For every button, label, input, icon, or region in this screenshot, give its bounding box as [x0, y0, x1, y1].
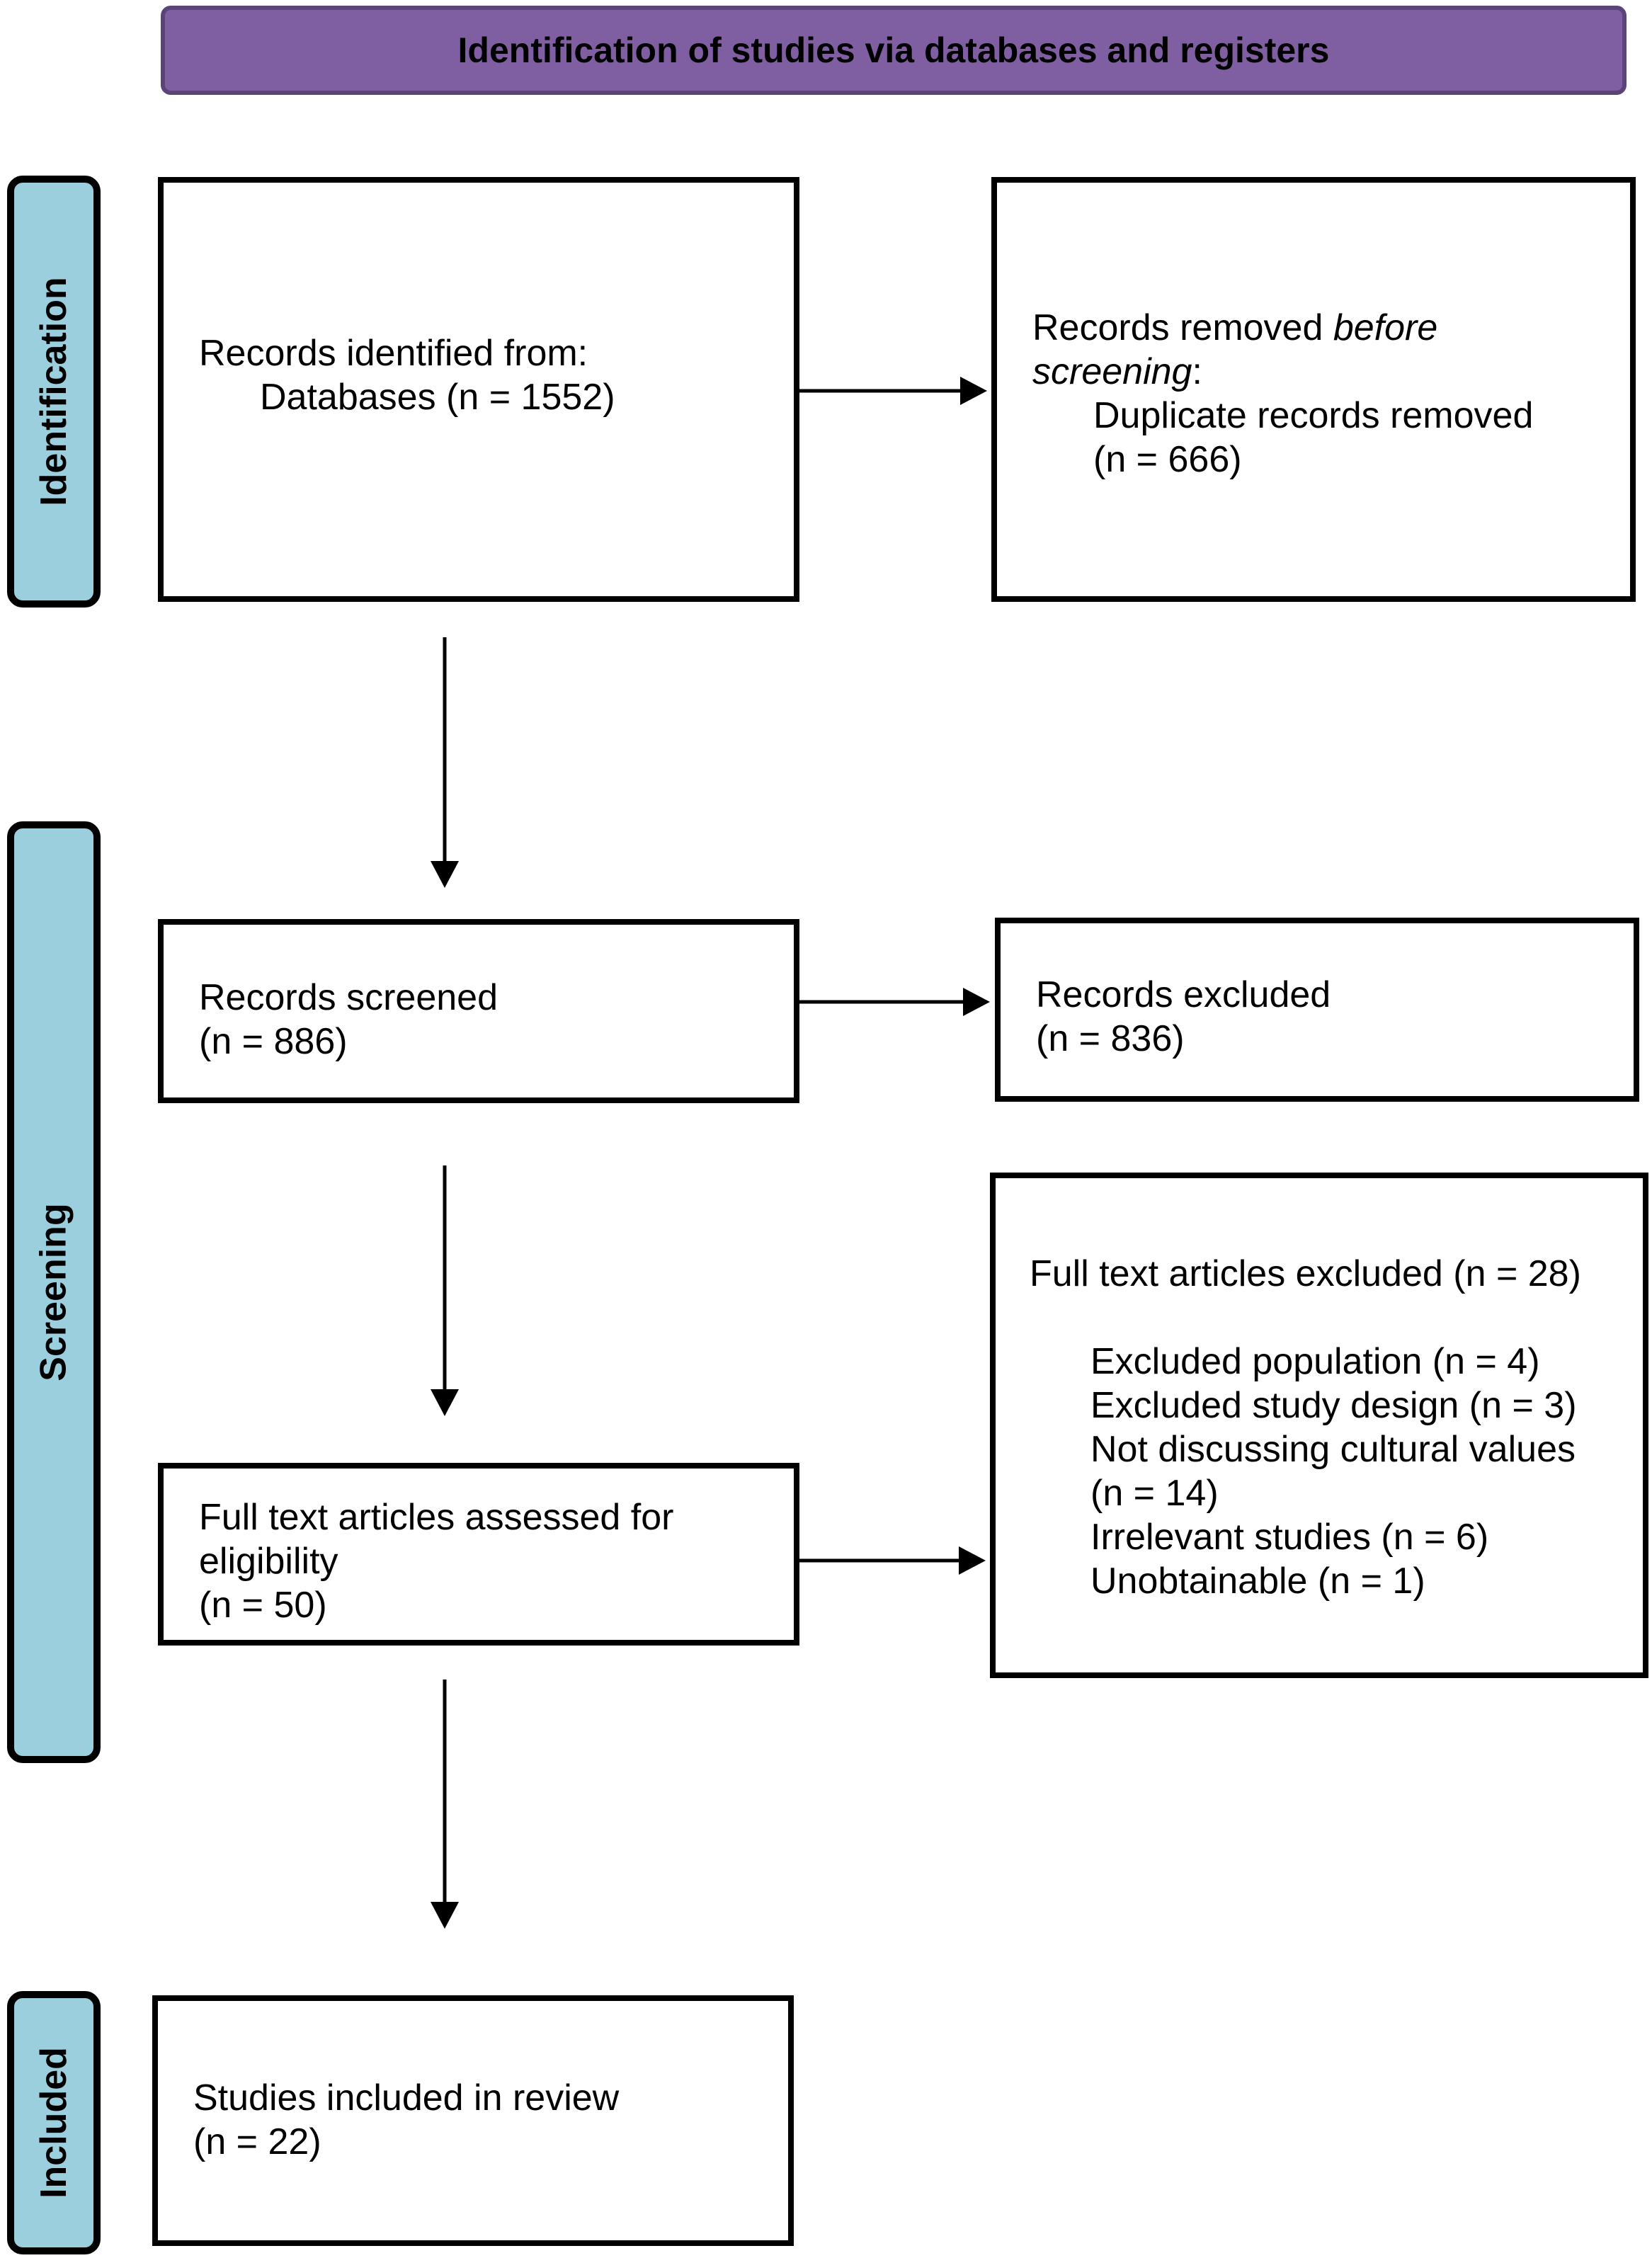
arrow-screened-to-assessed [431, 1165, 459, 1416]
studies-included-line2: (n = 22) [193, 2121, 321, 2162]
exclusion-reason-study-design: Excluded study design (n = 3) [1090, 1385, 1577, 1426]
studies-included-box: Studies included in review (n = 22) [152, 1995, 794, 2246]
full-text-excluded-title: Full text articles excluded (n = 28) [1030, 1253, 1581, 1294]
records-identified-box: Records identified from: Databases (n = … [158, 177, 799, 602]
studies-included-line1: Studies included in review [193, 2077, 620, 2119]
records-screened-line1: Records screened [199, 977, 498, 1018]
records-removed-before: before [1333, 307, 1438, 348]
stage-screening: Screening [7, 821, 101, 1763]
stage-included: Included [7, 1991, 101, 2254]
records-removed-line4: (n = 666) [1093, 439, 1242, 480]
full-text-assessed-box: Full text articles assessed for eligibil… [158, 1463, 799, 1646]
header-bar: Identification of studies via databases … [161, 6, 1627, 95]
header-title: Identification of studies via databases … [457, 30, 1330, 70]
full-text-assessed-line1: Full text articles assessed for [199, 1497, 674, 1538]
records-screened-line2: (n = 886) [199, 1021, 348, 1062]
arrow-identified-to-screened [431, 637, 459, 888]
arrow-assessed-to-included [431, 1680, 459, 1929]
exclusion-reason-irrelevant: Irrelevant studies (n = 6) [1090, 1517, 1489, 1558]
records-removed-screening: screening [1032, 351, 1192, 392]
records-removed-box: Records removed before screening: Duplic… [991, 177, 1636, 602]
records-identified-line2: Databases (n = 1552) [260, 377, 615, 418]
records-excluded-box: Records excluded (n = 836) [995, 918, 1639, 1102]
exclusion-reason-cultural-values: Not discussing cultural values [1090, 1429, 1576, 1470]
records-removed-colon: : [1192, 351, 1202, 392]
records-removed-line1: Records removed before [1032, 306, 1630, 350]
records-removed-line2: screening: [1032, 350, 1630, 394]
records-excluded-line2: (n = 836) [1036, 1018, 1185, 1059]
exclusion-reason-population: Excluded population (n = 4) [1090, 1341, 1540, 1382]
records-excluded-line1: Records excluded [1036, 974, 1331, 1015]
arrow-assessed-to-full-text-excluded [799, 1546, 986, 1575]
full-text-assessed-line3: (n = 50) [199, 1585, 327, 1626]
records-screened-box: Records screened (n = 886) [158, 919, 799, 1103]
full-text-assessed-line2: eligibility [199, 1541, 338, 1582]
records-identified-line1: Records identified from: [199, 333, 588, 374]
records-removed-line3: Duplicate records removed [1093, 395, 1534, 436]
arrow-screened-to-excluded [799, 988, 990, 1016]
full-text-excluded-box: Full text articles excluded (n = 28) Exc… [990, 1173, 1648, 1678]
records-removed-prefix: Records removed [1032, 307, 1333, 348]
arrow-identified-to-removed [799, 377, 987, 405]
exclusion-reason-unobtainable: Unobtainable (n = 1) [1090, 1561, 1425, 1602]
stage-identification: Identification [7, 176, 101, 608]
exclusion-reason-cultural-values-count: (n = 14) [1090, 1473, 1219, 1514]
